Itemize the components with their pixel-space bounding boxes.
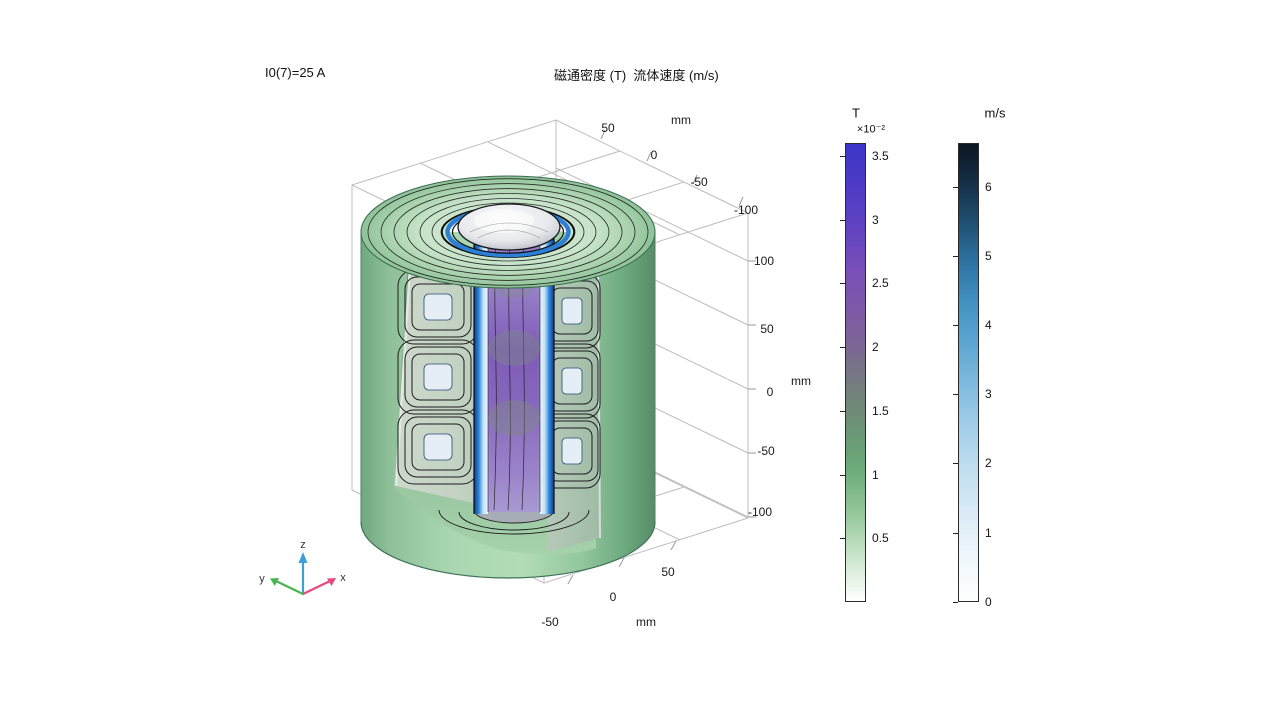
flux-tick: 2.5: [872, 276, 889, 290]
y-axis-tick: 0: [650, 148, 658, 162]
plot-title: 磁通密度 (T) 流体速度 (m/s): [554, 68, 719, 83]
z-arrowhead-icon: [298, 552, 308, 563]
coil-cross-sections-right: [540, 273, 601, 489]
z-axis-tick: -100: [747, 505, 773, 519]
velocity-tick: 6: [985, 180, 992, 194]
colorbar-velocity-title: m/s: [984, 105, 1006, 121]
x-axis-tick: 0: [609, 590, 617, 604]
z-axis-label: z: [300, 539, 306, 551]
flux-tick: 3: [872, 213, 879, 227]
parameter-annotation: I0(7)=25 A: [265, 65, 326, 80]
y-axis-label: y: [259, 573, 265, 585]
velocity-tick: 4: [985, 318, 992, 332]
colorbar-velocity-gradient: [958, 143, 979, 602]
z-axis-tick: 50: [760, 322, 774, 336]
x-axis-unit: mm: [636, 615, 656, 629]
z-axis-tick: -50: [757, 444, 775, 458]
flux-tick: 1.5: [872, 404, 889, 418]
melt-surface-dome: [457, 203, 561, 251]
flux-tick: 0.5: [872, 531, 889, 545]
y-axis-tick: 50: [601, 121, 615, 135]
floor-contours: [438, 509, 590, 535]
velocity-tick: 1: [985, 526, 992, 540]
plot-3d-view: z x y: [259, 119, 756, 596]
flux-tick: 3.5: [872, 149, 889, 163]
velocity-tick: 0: [985, 595, 992, 609]
x-arrowhead-icon: [327, 578, 336, 586]
colorbar-flux-gradient: [845, 143, 866, 602]
y-axis-tick: -100: [733, 203, 759, 217]
z-axis-unit: mm: [791, 374, 811, 388]
colorbar-flux-title: T: [852, 105, 860, 121]
flux-tick: 1: [872, 468, 879, 482]
x-axis-arrow: [301, 580, 331, 596]
y-axis-unit: mm: [671, 113, 691, 127]
x-axis-tick: 50: [661, 565, 675, 579]
y-arrowhead-icon: [270, 578, 279, 586]
y-axis-tick: -50: [690, 175, 708, 189]
x-axis-tick: -50: [541, 615, 559, 629]
z-axis-tick: 0: [766, 385, 774, 399]
colorbar-flux: 3.5 3 2.5 2 1.5 1 0.5: [840, 143, 889, 602]
velocity-tick: 3: [985, 387, 992, 401]
coordinate-triad: z x y: [259, 539, 346, 596]
velocity-tick: 2: [985, 456, 992, 470]
colorbar-velocity: 6 5 4 3 2 1 0: [953, 143, 992, 609]
flux-tick: 2: [872, 340, 879, 354]
velocity-tick: 5: [985, 249, 992, 263]
x-axis-label: x: [340, 572, 346, 584]
cutaway-interior: [394, 238, 601, 555]
colorbar-flux-multiplier: ×10⁻²: [856, 123, 886, 136]
y-axis-arrow: [275, 580, 305, 596]
z-axis-tick: 100: [753, 254, 775, 268]
